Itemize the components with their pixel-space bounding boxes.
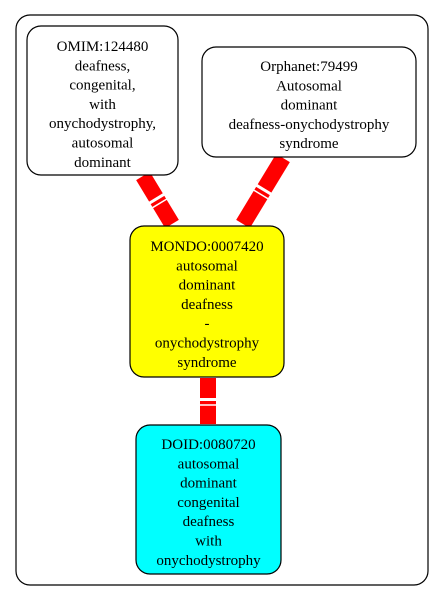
node-box: [26, 25, 179, 176]
node-name-line: syndrome: [177, 355, 237, 371]
node-name-line: syndrome: [279, 136, 339, 152]
node-box: [135, 424, 282, 575]
node-doid: DOID:0080720 autosomal dominant congenital d…: [135, 424, 282, 575]
node-name-line: dominant: [281, 98, 338, 114]
node-name-line: onychodystrophy: [155, 336, 260, 352]
edge-notch: [255, 183, 273, 196]
node-name-line: autosomal: [178, 456, 240, 472]
edge-mondo-to-doid: [199, 378, 217, 424]
node-name-line: autosomal: [176, 258, 238, 274]
node-name-line: onychodystrophy,: [49, 116, 156, 132]
node-name-line: autosomal: [72, 136, 134, 152]
node-name-line: dominant: [74, 155, 131, 171]
node-name-line: onychodystrophy: [156, 553, 261, 569]
node-id-label: DOID:0080720: [161, 437, 255, 453]
node-name-line: -: [205, 316, 210, 332]
node-name-line: congenital,: [69, 78, 135, 94]
node-id-label: OMIM:124480: [57, 39, 149, 55]
node-name-line: with: [195, 534, 222, 550]
node-name-line: deafness-onychodystrophy: [229, 117, 390, 133]
edges: [136, 153, 290, 424]
edge-line: [236, 153, 290, 229]
node-mondo: MONDO:0007420 autosomal dominant deafness - o…: [129, 225, 285, 378]
node-omim: OMIM:124480 deafness, congenital, with onych…: [26, 25, 179, 176]
node-name-line: Autosomal: [276, 78, 342, 94]
node-name-line: deafness: [183, 514, 235, 530]
edge-orphanet-to-mondo: [236, 153, 290, 229]
nodes: OMIM:124480 deafness, congenital, with onych…: [26, 25, 417, 575]
node-name-line: dominant: [180, 476, 237, 492]
node-name-line: deafness: [181, 297, 233, 313]
node-box: [129, 225, 285, 378]
node-name-line: congenital: [177, 495, 239, 511]
node-id-label: MONDO:0007420: [150, 239, 263, 255]
node-name-line: with: [89, 97, 116, 113]
node-box: [201, 46, 417, 158]
node-id-label: Orphanet:79499: [260, 59, 357, 75]
edge-notch: [151, 198, 168, 209]
edge-notch: [252, 189, 270, 200]
node-name-line: deafness,: [75, 58, 130, 74]
edge-notch: [148, 192, 166, 205]
edge-omim-to-mondo: [136, 171, 179, 229]
node-name-line: dominant: [179, 278, 236, 294]
